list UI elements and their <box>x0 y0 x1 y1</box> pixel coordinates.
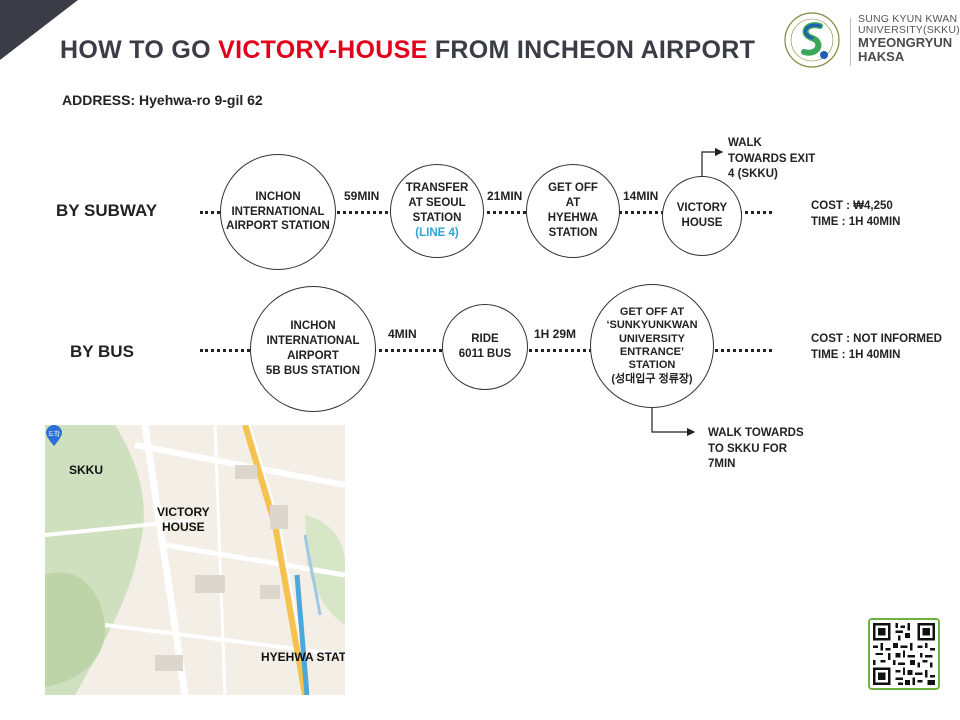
subway-stop-line: HOUSE <box>681 217 723 229</box>
subway-stop-seoul: TRANSFER AT SEOUL STATION (LINE 4) <box>390 164 484 258</box>
walk-note-line: WALK <box>728 137 762 149</box>
bus-stop-skku-entrance: GET OFF AT ‘SUNKYUNKWAN UNIVERSITY ENTRA… <box>590 284 714 408</box>
subway-stop-hyehwa: GET OFF AT HYEHWA STATION <box>526 164 620 258</box>
subway-stop-line: INTERNATIONAL <box>231 205 325 218</box>
subway-stop-line: AT <box>565 197 581 210</box>
logo-line-4: HAKSA <box>858 48 905 64</box>
address-text: ADDRESS: Hyehwa-ro 9-gil 62 <box>62 92 263 108</box>
map-label-victory-house: VICTORY HOUSE <box>157 505 210 535</box>
logo-text: SUNG KYUN KWAN UNIVERSITY(SKKU) MYEONGRY… <box>858 13 960 64</box>
bus-stop-line: AIRPORT <box>287 350 339 362</box>
skku-emblem-icon <box>784 12 840 68</box>
bus-stop-line: ENTRANCE’ <box>619 346 685 358</box>
bus-stop-incheon: INCHON INTERNATIONAL AIRPORT 5B BUS STAT… <box>250 286 376 412</box>
title-prefix: HOW TO GO <box>60 36 219 64</box>
logo-line-3: MYEONGRYUN <box>858 35 953 51</box>
pin-text: 도착 <box>48 430 60 438</box>
qr-code[interactable] <box>868 618 940 690</box>
bus-stop-line: ‘SUNKYUNKWAN <box>606 319 698 332</box>
bus-stop-line: 5B BUS STATION <box>265 364 361 377</box>
map-label-line: HOUSE <box>162 520 205 534</box>
walk-note-line: TO SKKU FOR <box>708 442 788 455</box>
walk-note-line: 4 (SKKU) <box>728 168 778 181</box>
subway-cost-info: COST : ₩4,250 TIME : 1H 40MIN <box>811 199 900 230</box>
bus-label: BY BUS <box>70 342 134 361</box>
walk-note-line: WALK TOWARDS <box>708 427 804 439</box>
subway-stop-line: TRANSFER <box>405 182 469 195</box>
area-map: 도착 SKKU VICTORY HOUSE HYEHWA STATION <box>45 425 345 695</box>
subway-stop-incheon: INCHON INTERNATIONAL AIRPORT STATION <box>220 154 336 270</box>
subway-walk-note: WALK TOWARDS EXIT 4 (SKKU) <box>728 136 815 183</box>
bus-stop-line: (성대입구 정류장) <box>611 372 693 385</box>
bus-stop-ride: RIDE 6011 BUS <box>442 304 528 390</box>
bus-stop-line: 6011 BUS <box>458 348 512 360</box>
bus-cost: COST : NOT INFORMED <box>811 333 942 345</box>
bus-duration-1: 4MIN <box>388 327 417 341</box>
title-highlight: VICTORY-HOUSE <box>218 36 428 64</box>
logo-line-1: SUNG KYUN KWAN <box>858 13 958 25</box>
map-label-line: VICTORY <box>157 505 210 519</box>
qr-code-icon <box>873 623 935 685</box>
subway-duration-3: 14MIN <box>623 189 659 203</box>
subway-line-badge: (LINE 4) <box>415 226 459 239</box>
subway-label: BY SUBWAY <box>56 201 158 220</box>
bus-walk-note: WALK TOWARDS TO SKKU FOR 7MIN <box>708 426 804 473</box>
bus-stop-line: RIDE <box>471 333 499 346</box>
bus-stop-line: INTERNATIONAL <box>266 335 360 348</box>
subway-stop-line: INCHON <box>255 190 301 203</box>
subway-duration-1: 59MIN <box>344 189 380 203</box>
bus-walk-arrow <box>651 408 696 437</box>
map-label-skku: SKKU <box>69 463 104 477</box>
subway-stop-line: AT SEOUL <box>408 197 466 210</box>
subway-route-line <box>200 211 772 214</box>
page-title: HOW TO GO VICTORY-HOUSE FROM INCHEON AIR… <box>60 36 755 65</box>
subway-duration-2: 21MIN <box>487 189 523 203</box>
bus-stop-line: STATION <box>628 359 676 372</box>
subway-stop-line: AIRPORT STATION <box>226 220 330 233</box>
subway-time: TIME : 1H 40MIN <box>811 215 901 228</box>
bus-cost-info: COST : NOT INFORMED TIME : 1H 40MIN <box>811 332 942 363</box>
bus-time: TIME : 1H 40MIN <box>811 348 901 361</box>
bus-duration-2: 1H 29M <box>534 327 577 341</box>
subway-cost: COST : ₩4,250 <box>811 200 893 212</box>
map-label-hyehwa: HYEHWA STATION <box>261 650 345 664</box>
map-background <box>45 425 345 695</box>
subway-stop-line: STATION <box>412 212 462 224</box>
subway-stop-line: GET OFF <box>548 182 598 195</box>
subway-stop-line: HYEHWA <box>547 212 599 224</box>
title-suffix: FROM INCHEON AIRPORT <box>427 36 756 64</box>
walk-note-line: TOWARDS EXIT <box>728 152 816 165</box>
corner-decoration <box>0 0 78 60</box>
logo-line-2: UNIVERSITY(SKKU) <box>858 24 960 37</box>
destination-pin-icon: 도착 <box>46 425 62 446</box>
walk-note-line: 7MIN <box>708 458 736 471</box>
subway-stop-victory-house: VICTORY HOUSE <box>662 176 742 256</box>
bus-stop-line: INCHON <box>290 320 336 333</box>
skku-logo: SUNG KYUN KWAN UNIVERSITY(SKKU) MYEONGRY… <box>782 10 960 74</box>
subway-stop-line: VICTORY <box>676 202 728 215</box>
logo-divider <box>850 18 851 66</box>
bus-stop-line: GET OFF AT <box>619 305 685 318</box>
subway-stop-line: STATION <box>548 226 598 239</box>
bus-stop-line: UNIVERSITY <box>618 332 685 345</box>
subway-walk-arrow <box>701 147 724 176</box>
